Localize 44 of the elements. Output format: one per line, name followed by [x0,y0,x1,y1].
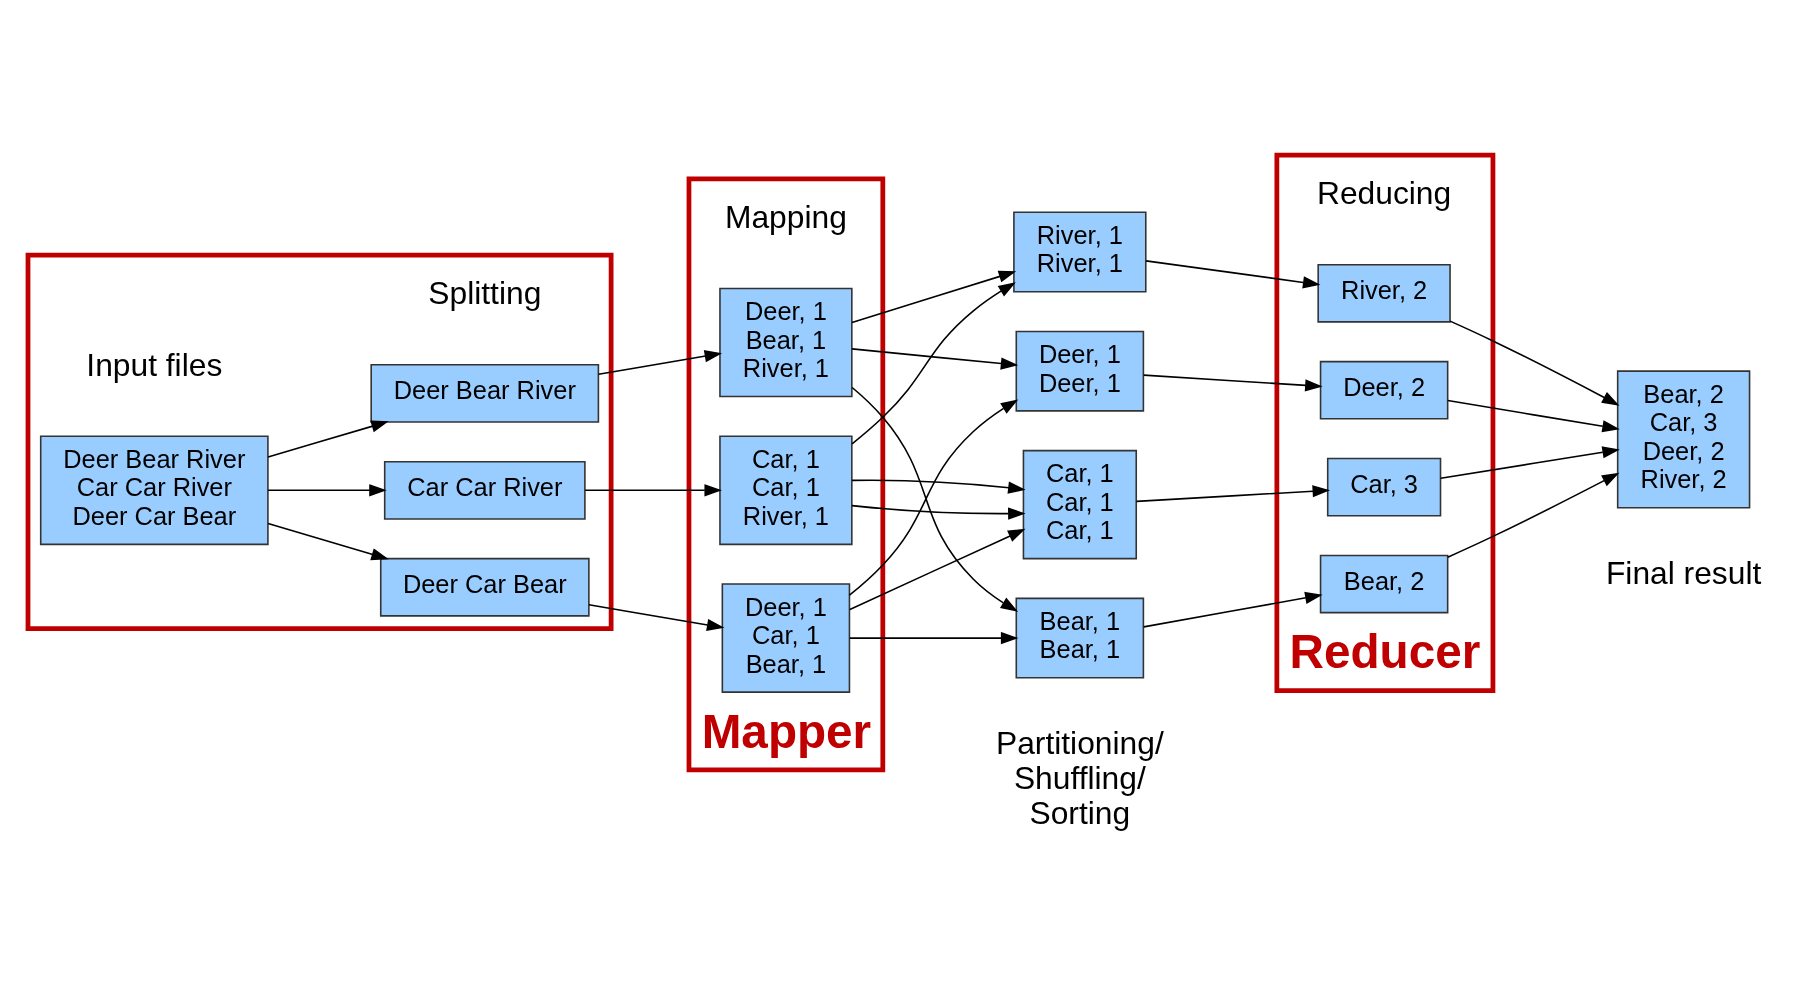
arrow [849,528,1026,610]
arrow [1143,373,1323,391]
arrow [1145,259,1321,288]
node-box: River, 1 River, 1 [1013,210,1147,292]
node-box: Deer, 1 Car, 1 Bear, 1 [721,582,851,693]
label: Input files [86,346,223,383]
arrow [1447,399,1620,432]
arrow [851,478,1026,494]
arrow [267,419,389,458]
node-box: Car, 1 Car, 1 Car, 1 [1022,449,1138,559]
arrow [1449,319,1620,406]
label: Splitting [428,274,542,311]
arrow [849,631,1019,644]
arrow [851,270,1017,323]
node-box: Deer Car Bear [379,557,590,617]
label: Mapping [724,198,847,235]
arrow [267,522,389,560]
node-box: Deer, 1 Bear, 1 River, 1 [719,287,853,397]
node-box: Bear, 2 Car, 3 Deer, 2 River, 2 [1616,369,1751,509]
label: Reducing [1317,174,1452,211]
label: Final result [1605,554,1762,591]
node-box: Deer Bear River [370,363,600,423]
arrow [588,603,725,631]
arrow [267,483,387,496]
node-box: Deer Bear River Car Car River Deer Car Bear [39,435,269,545]
node-box: River, 2 [1317,263,1451,323]
arrow [1135,484,1331,502]
arrow [1143,591,1323,628]
arrow [584,483,722,496]
node-box: Car, 1 Car, 1 River, 1 [719,435,853,545]
node-box: Bear, 2 [1319,554,1449,613]
node-box: Car Car River [383,460,586,520]
node-box: Deer, 2 [1319,360,1449,420]
arrow [1447,472,1620,558]
arrow [851,504,1026,520]
node-box: Bear, 1 Bear, 1 [1015,597,1145,679]
arrow [851,347,1019,370]
arrow [1439,445,1620,479]
label: Partitioning/ Shuffling/ Sorting [995,724,1164,831]
node-box: Car, 3 [1326,457,1442,517]
arrow [851,281,1016,445]
cluster [25,252,614,631]
node-box: Deer, 1 Deer, 1 [1015,330,1145,412]
arrow [597,349,723,375]
